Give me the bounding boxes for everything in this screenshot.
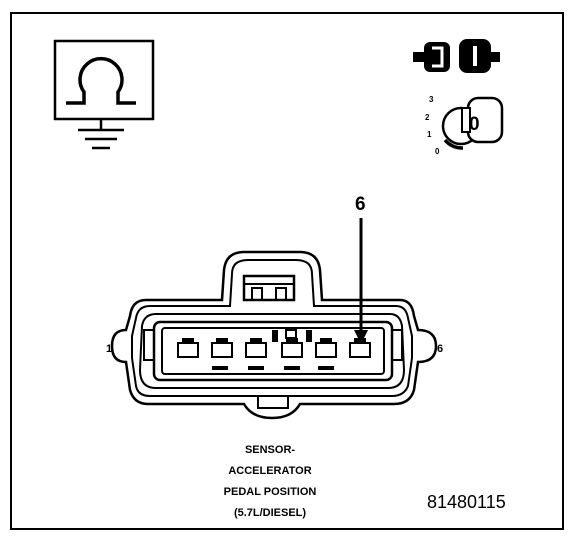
caption-line-4: (5.7L/DIESEL) (233, 507, 307, 519)
terminal-1 (177, 338, 199, 358)
ignition-position-1: 1 (427, 130, 432, 139)
ignition-key-icon (441, 96, 504, 150)
terminal-3 (245, 338, 267, 358)
pin-markers (212, 366, 334, 370)
connector-body (110, 250, 438, 420)
caption-line-2: ACCELERATOR (228, 465, 312, 477)
ignition-key-mark: 0 (469, 114, 480, 135)
pin-label-left: 1 (106, 343, 113, 355)
terminal-4 (281, 338, 303, 358)
diagram-frame (10, 12, 564, 530)
ignition-position-2: 2 (425, 113, 430, 122)
callout-arrow (354, 218, 368, 344)
ohmmeter-ground-icon (53, 39, 155, 150)
connector-disconnect-icon (413, 39, 500, 73)
caption-line-1: SENSOR- (244, 444, 296, 456)
connector-caption: SENSOR- ACCELERATOR PEDAL POSITION (5.7L… (190, 440, 350, 524)
callout-pin-label: 6 (355, 194, 366, 215)
caption-line-3: PEDAL POSITION (223, 486, 317, 498)
terminal-2 (211, 338, 233, 358)
pin-label-right: 6 (437, 343, 444, 355)
terminal-5 (315, 338, 337, 358)
ignition-position-3: 3 (429, 95, 434, 104)
figure-id: 81480115 (427, 492, 506, 512)
ignition-position-0: 0 (435, 147, 440, 156)
